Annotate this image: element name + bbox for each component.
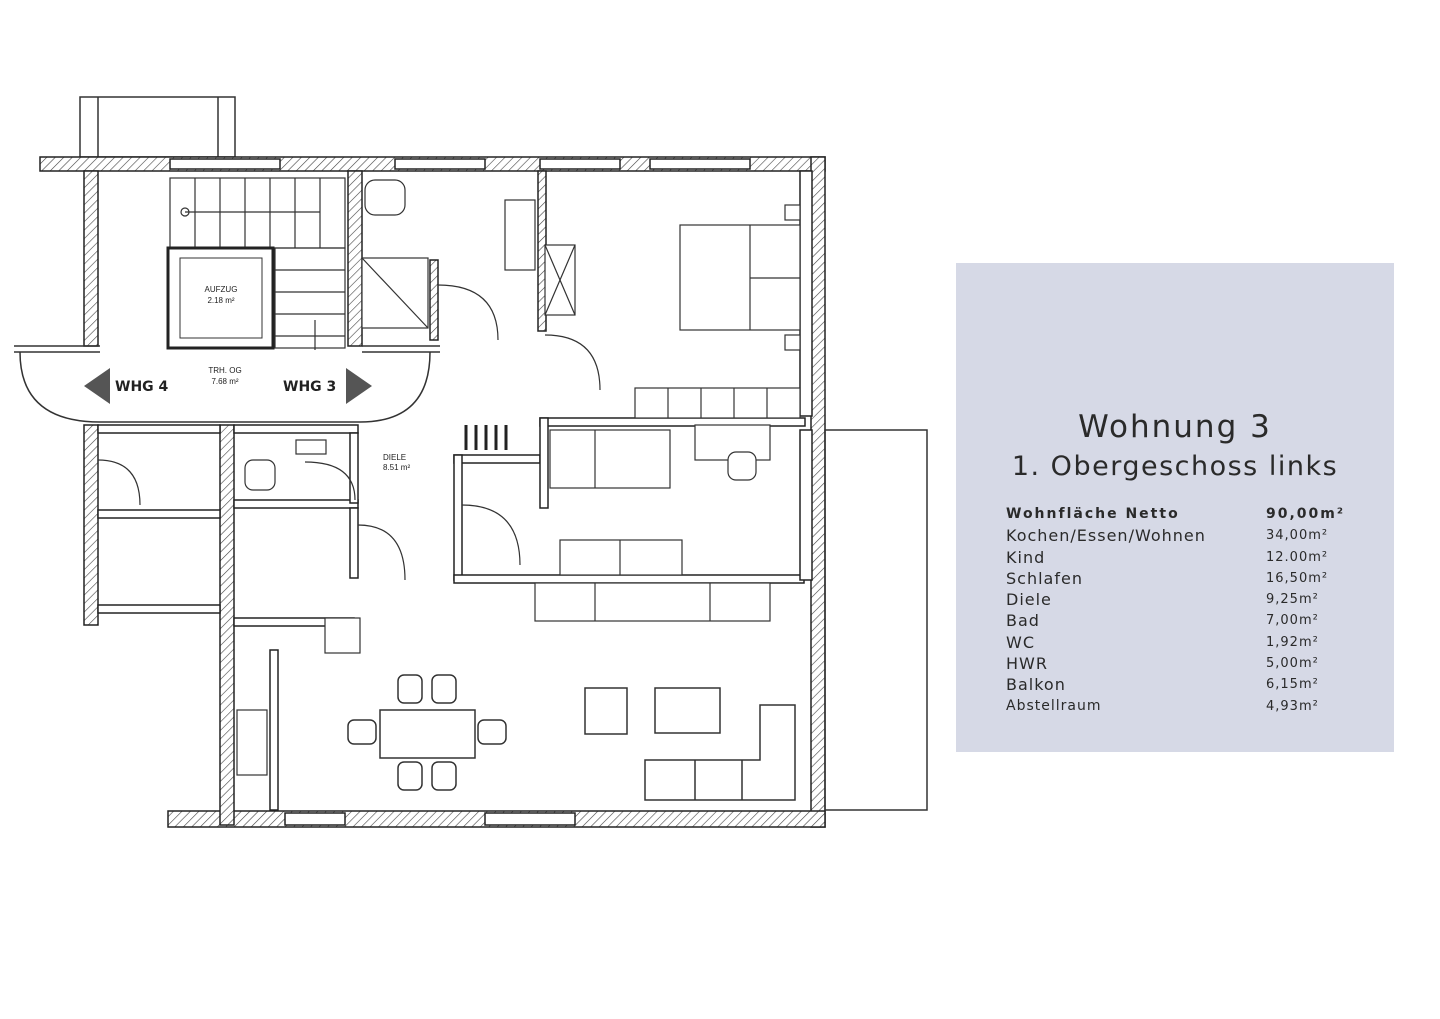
elevator-label: AUFZUG bbox=[205, 285, 238, 294]
room-value: 12.00m² bbox=[1266, 549, 1329, 565]
room-value: 6,15m² bbox=[1266, 677, 1319, 693]
room-row: Kochen/Essen/Wohnen 34,00m² bbox=[1006, 525, 1346, 546]
stairwell-label: TRH. OG bbox=[208, 366, 241, 375]
whg4-label: WHG 4 bbox=[115, 379, 169, 395]
room-value: 34,00m² bbox=[1266, 528, 1329, 544]
kitchen-cabinets bbox=[236, 582, 771, 776]
arrow-left-icon bbox=[84, 368, 110, 404]
room-row: HWR 5,00m² bbox=[1006, 653, 1346, 674]
floor-subtitle: 1. Obergeschoss links bbox=[1011, 451, 1339, 482]
room-row: WC 1,92m² bbox=[1006, 632, 1346, 653]
room-label: Diele bbox=[1006, 590, 1052, 610]
room-value: 1,92m² bbox=[1266, 634, 1319, 650]
right-balcony bbox=[824, 429, 928, 811]
bath-fixtures bbox=[244, 179, 576, 491]
room-label: Balkon bbox=[1006, 675, 1066, 695]
room-label: HWR bbox=[1006, 654, 1048, 674]
radiator bbox=[464, 425, 508, 450]
room-label: Kochen/Essen/Wohnen bbox=[1006, 526, 1206, 546]
arrow-right-icon bbox=[346, 368, 372, 404]
room-row: Abstellraum 4,93m² bbox=[1006, 696, 1346, 717]
elevator-area: 2.18 m² bbox=[207, 296, 234, 305]
total-area-row: Wohnfläche Netto 90,00m² bbox=[1006, 504, 1346, 525]
room-label: Abstellraum bbox=[1006, 697, 1102, 714]
room-value: 5,00m² bbox=[1266, 656, 1319, 672]
room-label: WC bbox=[1006, 632, 1035, 652]
whg3-label: WHG 3 bbox=[283, 379, 336, 395]
dining-table bbox=[347, 674, 507, 791]
bed-double bbox=[679, 204, 801, 351]
apartment-title: Wohnung 3 bbox=[1078, 409, 1272, 445]
elevator bbox=[166, 246, 275, 350]
room-value: 16,50m² bbox=[1266, 570, 1329, 586]
room-label: Kind bbox=[1006, 547, 1046, 567]
total-area-label: Wohnfläche Netto bbox=[1006, 506, 1180, 522]
room-row: Kind 12.00m² bbox=[1006, 547, 1346, 568]
windows bbox=[169, 158, 751, 826]
floor-plan: AUFZUG 2.18 m² TRH. OG 7.68 m² WHG 4 WHG… bbox=[14, 96, 928, 828]
room-row: Diele 9,25m² bbox=[1006, 589, 1346, 610]
room-value: 9,25m² bbox=[1266, 592, 1319, 608]
wardrobe-bedroom bbox=[634, 387, 801, 419]
room-value: 4,93m² bbox=[1266, 698, 1319, 714]
top-balcony bbox=[79, 96, 236, 158]
door-swings bbox=[97, 284, 601, 581]
room-row: Schlafen 16,50m² bbox=[1006, 568, 1346, 589]
total-area-value: 90,00m² bbox=[1266, 506, 1346, 522]
room-row: Bad 7,00m² bbox=[1006, 610, 1346, 631]
diele-name: DIELE bbox=[383, 453, 407, 462]
left-wall bbox=[14, 345, 440, 353]
living-furniture bbox=[584, 687, 796, 801]
room-label: Bad bbox=[1006, 611, 1040, 631]
diele-marker: DIELE 8.51 m² bbox=[383, 453, 410, 473]
stairwell-area: 7.68 m² bbox=[211, 377, 238, 386]
room-row: Balkon 6,15m² bbox=[1006, 674, 1346, 695]
room-value: 7,00m² bbox=[1266, 613, 1319, 629]
desk bbox=[559, 424, 771, 576]
area-table: Wohnfläche Netto 90,00m² Kochen/Essen/Wo… bbox=[1006, 504, 1346, 717]
bed-single bbox=[549, 429, 671, 489]
diele-area: 8.51 m² bbox=[383, 463, 411, 472]
apartment-info-panel: Wohnung 3 1. Obergeschoss links Wohnfläc… bbox=[956, 263, 1394, 752]
landing-curve bbox=[19, 351, 431, 423]
room-label: Schlafen bbox=[1006, 568, 1083, 588]
